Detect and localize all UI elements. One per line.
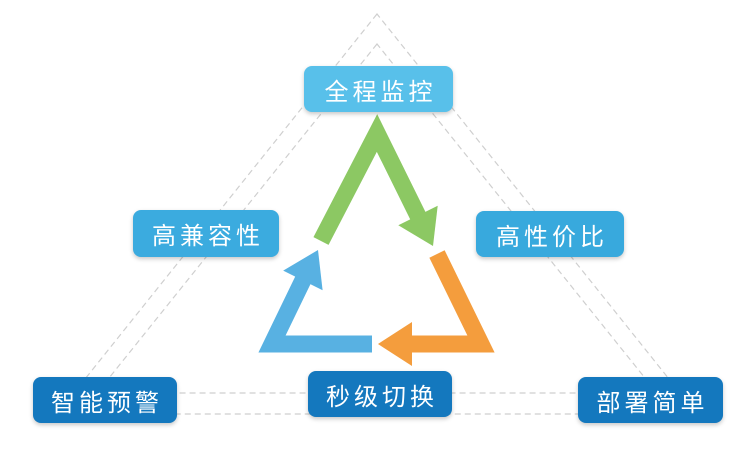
blue-arrow-head [283,250,323,291]
blue-arrow-shaft [258,276,372,353]
label-second-switch-text: 秒级切换 [326,382,438,411]
label-second-switch: 秒级切换 [308,371,452,417]
label-smart-alert-text: 智能预警 [51,388,163,417]
label-high-compatibility: 高兼容性 [133,210,279,257]
label-cost-effective-text: 高性价比 [496,222,608,251]
orange-arrow-shaft [412,250,495,353]
label-full-monitoring-text: 全程监控 [324,77,437,106]
label-full-monitoring: 全程监控 [304,66,453,112]
green-arrow-head [398,205,438,246]
label-smart-alert: 智能预警 [33,377,177,423]
label-easy-deploy: 部署简单 [578,377,723,423]
green-arrow-shaft [313,114,426,245]
label-high-compatibility-text: 高兼容性 [152,222,264,250]
orange-arrow-head [378,322,412,366]
label-cost-effective: 高性价比 [476,211,624,257]
label-easy-deploy-text: 部署简单 [596,388,709,417]
